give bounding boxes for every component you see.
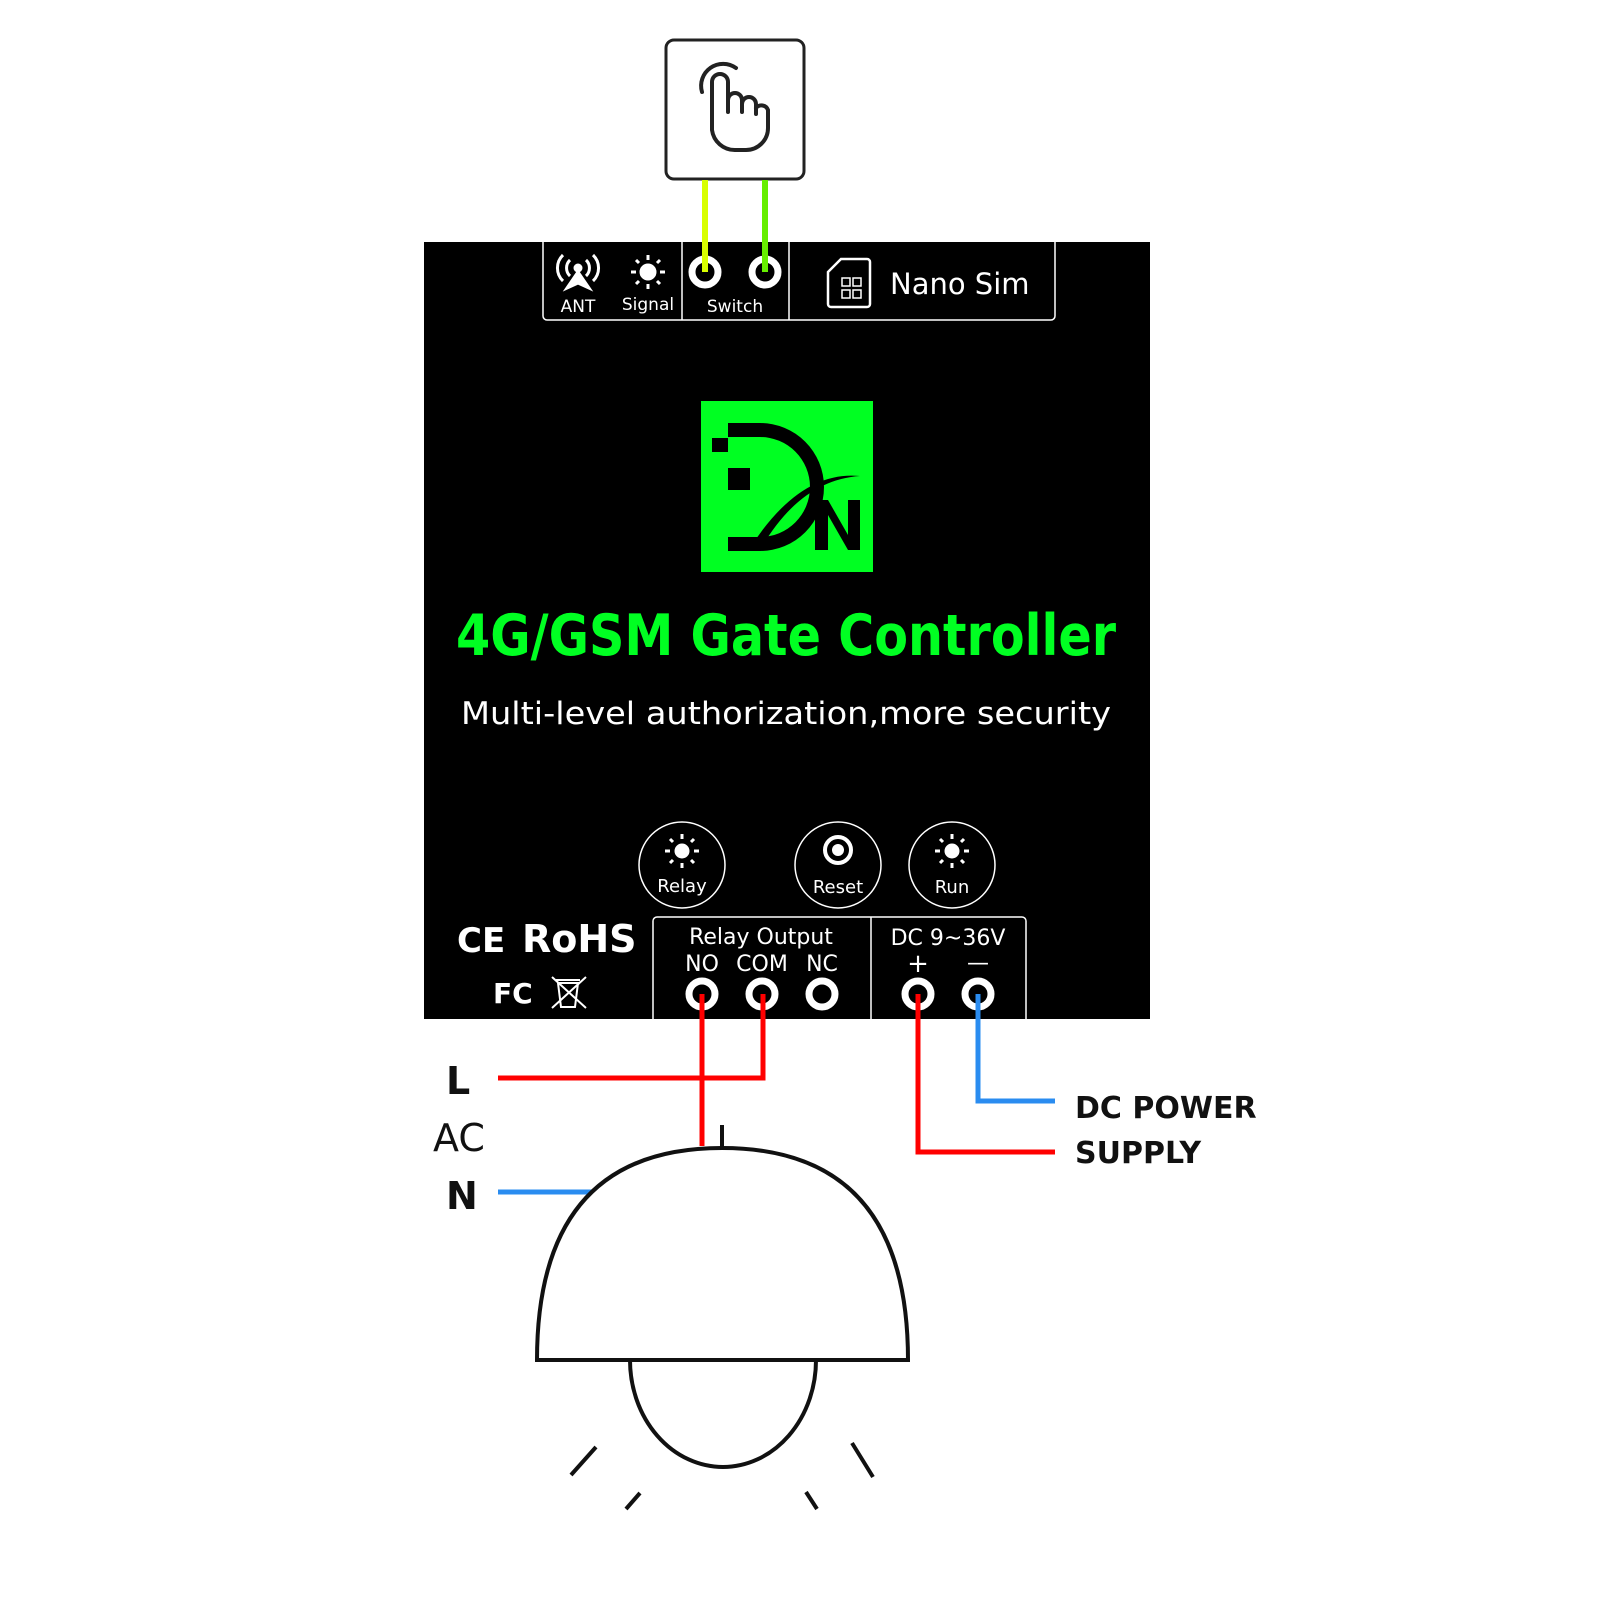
dc-plus-label: + — [907, 949, 929, 979]
wire-dc-minus — [975, 995, 1055, 1104]
dc-input-title: DC 9~36V — [891, 926, 1006, 951]
device-body — [424, 242, 1150, 1019]
led-icon — [665, 834, 699, 868]
push-switch[interactable] — [664, 38, 806, 181]
lamp-icon — [534, 1125, 911, 1511]
signal-label: Signal — [622, 295, 674, 315]
terminal-panel — [652, 916, 1027, 1019]
dc-power-label-1: DC POWER — [1075, 1091, 1257, 1126]
run-indicator: Run — [908, 821, 996, 909]
ce-mark: CE — [457, 921, 505, 961]
com-label: COM — [736, 952, 788, 977]
wire-live-to-com — [498, 995, 766, 1081]
dc-power-label-2: SUPPLY — [1075, 1136, 1202, 1171]
led-icon — [935, 834, 969, 868]
brand-logo — [701, 401, 873, 572]
weee-bin-icon — [551, 976, 587, 1009]
no-label: NO — [685, 952, 719, 977]
relay-led-label: Relay — [657, 876, 707, 897]
sim-card-icon — [826, 257, 872, 309]
reset-icon — [823, 835, 853, 865]
live-label: L — [446, 1059, 470, 1103]
nano-sim-label: Nano Sim — [890, 267, 1030, 301]
nc-label: NC — [806, 952, 838, 977]
product-subtitle: Multi-level authorization,more security — [461, 696, 1111, 732]
antenna-icon — [556, 253, 600, 292]
reset-button[interactable]: Reset — [794, 821, 882, 909]
signal-led-icon — [631, 255, 665, 289]
relay-output-title: Relay Output — [689, 925, 833, 950]
rohs-mark: RoHS — [522, 917, 637, 961]
switch-label: Switch — [707, 297, 763, 317]
fcc-mark: FC — [493, 977, 533, 1010]
relay-indicator: Relay — [638, 821, 726, 909]
product-title: 4G/GSM Gate Controller — [456, 603, 1117, 669]
run-led-label: Run — [935, 877, 970, 898]
ac-label: AC — [433, 1116, 485, 1160]
ant-label: ANT — [561, 297, 596, 317]
terminal-nc[interactable] — [805, 977, 839, 1011]
neutral-label: N — [446, 1174, 478, 1218]
dc-minus-label: — — [967, 951, 989, 976]
hand-pointer-icon — [699, 61, 770, 153]
top-panel — [542, 242, 1056, 321]
wire-dc-plus — [915, 995, 1055, 1155]
reset-label: Reset — [813, 877, 863, 898]
